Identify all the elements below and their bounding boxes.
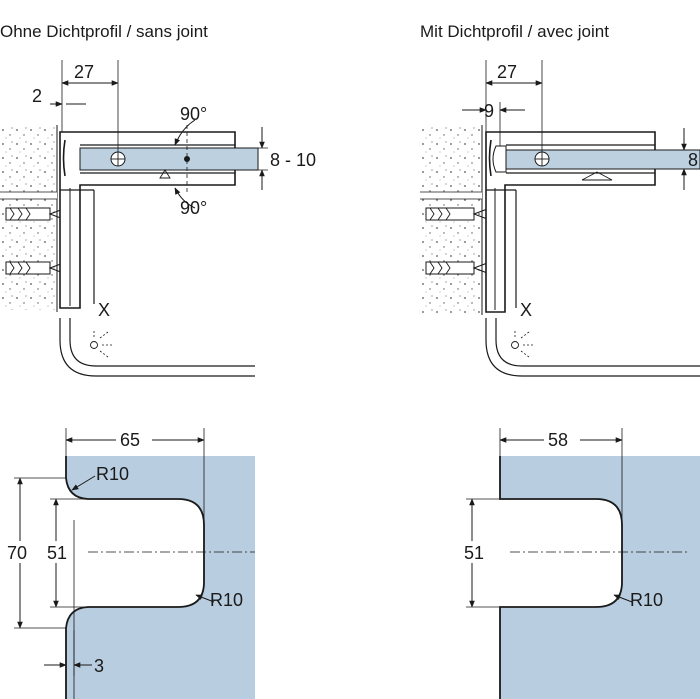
mark-x: X [520,300,532,320]
light-icon [511,329,533,358]
wall-anchor [5,207,67,221]
left-top-view: 27 2 90° 90° 8 - 10 X [0,60,316,377]
wall-anchor [425,261,491,275]
radius-bottom: R10 [630,590,663,610]
dim-58: 58 [548,430,568,450]
glass-panel [505,149,700,170]
cutout-plate [500,456,700,699]
left-cutout-drawing: 65 R10 70 51 R10 3 [5,428,255,699]
right-cutout-drawing: 58 51 R10 [460,428,700,699]
dim-65: 65 [120,430,140,450]
thickness-label: 8 [688,150,698,170]
dim-70: 70 [7,543,27,563]
caption-left: Ohne Dichtprofil / sans joint [0,22,208,41]
mark-x: X [98,300,110,320]
radius-bottom: R10 [210,590,243,610]
glass-panel [79,147,259,171]
wall-anchor [425,207,491,221]
right-top-view: 27 9 8 X [420,60,700,377]
gasket [492,145,507,173]
dim-27: 27 [497,62,517,82]
cutout-plate [66,456,255,699]
hinge-body [59,131,236,309]
dim-9: 9 [484,101,494,121]
thickness-label: 8 - 10 [270,150,316,170]
dim-2: 2 [32,86,42,106]
dim-3: 3 [94,656,104,676]
caption-right: Mit Dichtprofil / avec joint [420,22,609,41]
hinge-body [485,131,656,313]
dim-51: 51 [464,543,484,563]
angle-down: 90° [180,198,207,218]
light-icon [90,329,112,358]
radius-top: R10 [96,464,129,484]
dim-27: 27 [74,62,94,82]
angle-up: 90° [180,104,207,124]
dim-51: 51 [47,543,67,563]
